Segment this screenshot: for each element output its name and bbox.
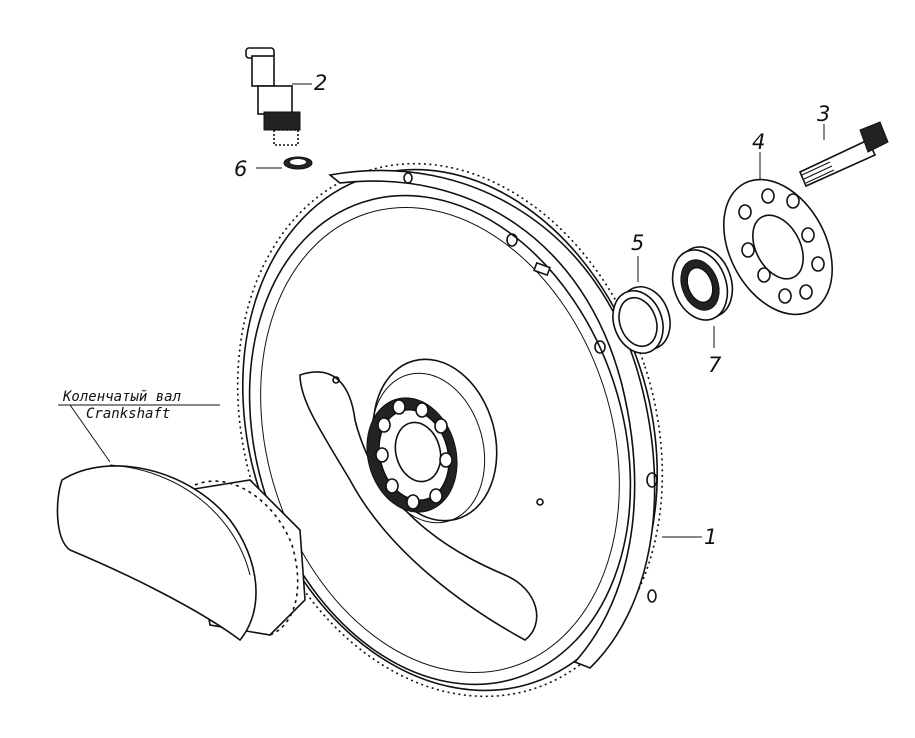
crankshaft bbox=[56, 404, 306, 642]
bolt-head bbox=[859, 121, 889, 153]
label-part-6: 6 bbox=[234, 157, 247, 181]
flywheel-part-1 bbox=[236, 162, 702, 698]
hub-bolt-holes bbox=[366, 397, 458, 513]
label-part-1: 1 bbox=[704, 525, 717, 549]
label-part-7: 7 bbox=[708, 353, 722, 377]
crankshaft-caption-en: Crankshaft bbox=[86, 406, 170, 422]
washer-part-6 bbox=[256, 156, 313, 170]
ring-gear-side bbox=[328, 169, 656, 669]
label-part-2: 2 bbox=[314, 71, 327, 95]
crankshaft-caption-ru: Коленчатый вал bbox=[62, 389, 181, 405]
label-part-4: 4 bbox=[752, 130, 765, 154]
seal-part-5 bbox=[612, 256, 671, 354]
crankshaft-leader bbox=[69, 404, 111, 463]
fitting-part-2 bbox=[245, 47, 312, 146]
crankshaft-web bbox=[56, 465, 257, 642]
bearing-part-7 bbox=[671, 246, 734, 348]
plate-part-4 bbox=[722, 152, 834, 316]
balancing-recess bbox=[299, 371, 538, 641]
bolt-part-3 bbox=[798, 121, 889, 188]
label-part-3: 3 bbox=[817, 102, 830, 126]
label-part-5: 5 bbox=[631, 231, 644, 255]
